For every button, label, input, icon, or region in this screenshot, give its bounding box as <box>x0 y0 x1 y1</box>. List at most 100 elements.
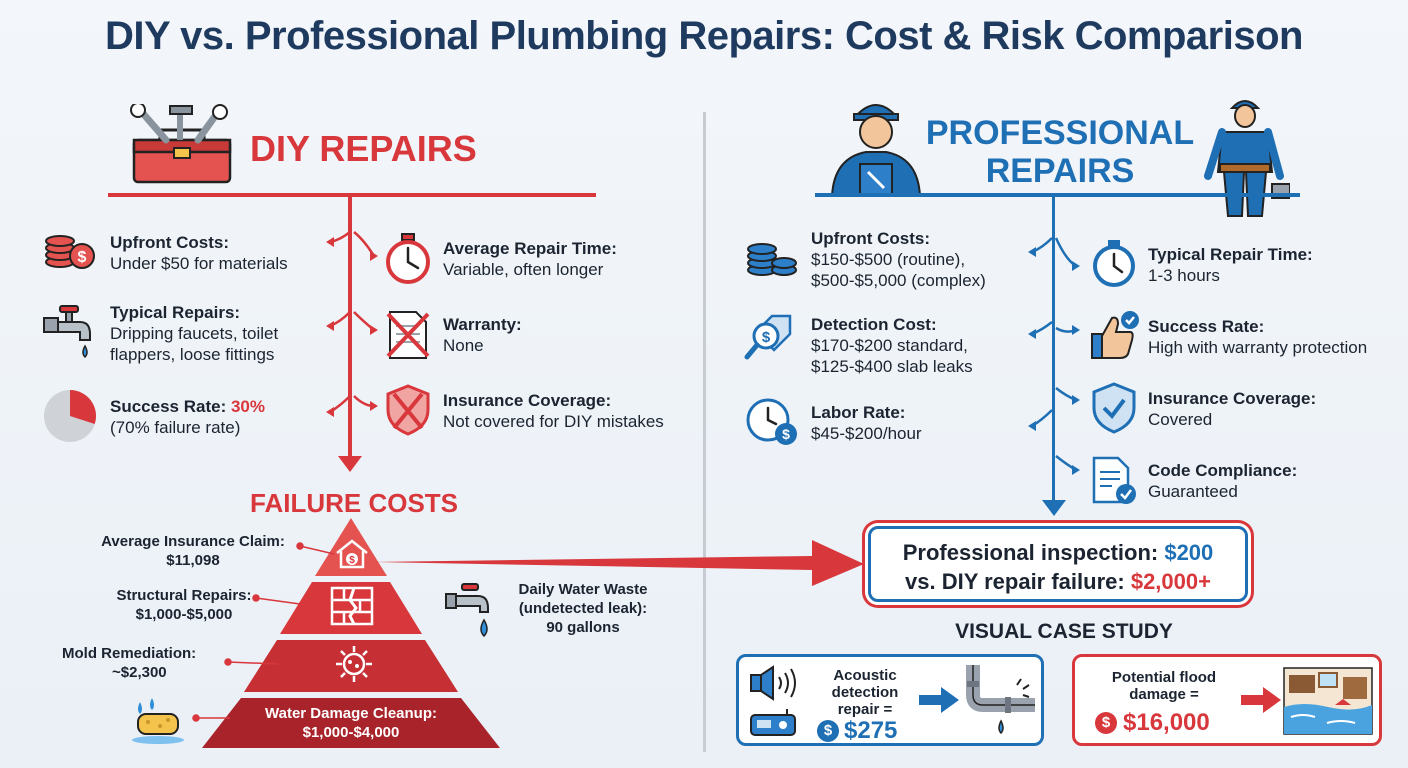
diy-trunk-line <box>348 196 352 460</box>
center-divider <box>703 112 706 752</box>
acoustic-line1: Acoustic <box>833 667 897 684</box>
pro-upfront-line2: $500-$5,000 (complex) <box>811 271 986 290</box>
pro-detection-line2: $125-$400 slab leaks <box>811 357 973 376</box>
pro-insurance-label: Insurance Coverage: <box>1148 389 1317 408</box>
leaking-pipe-icon <box>965 663 1039 746</box>
diy-success-text: (70% failure rate) <box>110 418 241 437</box>
coins-stack-icon <box>744 234 800 285</box>
crossed-document-icon <box>386 310 430 365</box>
diy-success-label: Success Rate: <box>110 397 231 416</box>
diy-upfront-costs: Upfront Costs: Under $50 for materials <box>110 232 330 274</box>
comparison-line1: Professional inspection: $200 <box>871 538 1245 567</box>
plumber-fullbody-icon <box>1200 92 1291 223</box>
comparison-line2: vs. DIY repair failure: $2,000+ <box>871 567 1245 596</box>
structural-label: Structural Repairs: <box>116 587 252 604</box>
pro-header-line <box>815 193 1300 197</box>
pro-labor-rate: Labor Rate: $45-$200/hour <box>811 402 1031 444</box>
pro-success-text: High with warranty protection <box>1148 338 1368 357</box>
diy-insurance: Insurance Coverage: Not covered for DIY … <box>443 390 703 432</box>
svg-text:$: $ <box>78 249 87 266</box>
diy-repair-time-text: Variable, often longer <box>443 260 604 279</box>
pyramid-label-cleanup: Water Damage Cleanup: $1,000-$4,000 <box>226 704 476 742</box>
diy-warranty: Warranty: None <box>443 314 643 356</box>
check-shield-icon <box>1090 382 1138 439</box>
acoustic-line2: detection <box>831 684 899 701</box>
comparison-diy-value: $2,000+ <box>1130 569 1211 594</box>
pyramid-label-mold: Mold Remediation: ~$2,300 <box>62 644 238 682</box>
flood-amount: $ $16,000 <box>1095 709 1235 737</box>
svg-text:$: $ <box>349 555 355 566</box>
certified-document-icon <box>1090 456 1138 511</box>
pro-code-text: Guaranteed <box>1148 482 1238 501</box>
mold-label: Mold Remediation: <box>62 645 197 662</box>
pro-upfront-line1: $150-$500 (routine), <box>811 250 966 269</box>
diy-typical-repairs: Typical Repairs: Dripping faucets, toile… <box>110 302 320 365</box>
flood-line2: damage = <box>1129 686 1199 703</box>
diy-insurance-label: Insurance Coverage: <box>443 391 612 410</box>
diy-warranty-text: None <box>443 336 484 355</box>
failure-costs-title: FAILURE COSTS <box>250 488 459 518</box>
clock-dollar-icon: $ <box>744 396 800 453</box>
acoustic-amount-value: $275 <box>844 717 898 744</box>
acoustic-line3: repair = <box>837 701 893 718</box>
blue-arrow-icon <box>919 687 959 718</box>
pro-code-compliance: Code Compliance: Guaranteed <box>1148 460 1368 502</box>
pro-labor-label: Labor Rate: <box>811 403 906 422</box>
pro-upfront-label: Upfront Costs: <box>811 229 930 248</box>
diy-success-value: 30% <box>230 397 265 416</box>
red-arrow-icon <box>1241 687 1281 718</box>
dollar-circle-icon: $ <box>1095 712 1117 734</box>
pyramid-label-structural: Structural Repairs: $1,000-$5,000 <box>84 586 284 624</box>
comparison-box: Professional inspection: $200 vs. DIY re… <box>868 526 1248 602</box>
pro-success-rate: Success Rate: High with warranty protect… <box>1148 316 1408 358</box>
house-money-icon: $ <box>334 538 370 575</box>
pro-trunk-line <box>1052 196 1055 506</box>
cleanup-label: Water Damage Cleanup: <box>265 705 437 722</box>
diy-success-rate: Success Rate: 30% (70% failure rate) <box>110 396 330 438</box>
diy-trunk-arrow <box>338 456 362 472</box>
pro-repair-time-text: 1-3 hours <box>1148 266 1220 285</box>
diy-upfront-text: Under $50 for materials <box>110 254 288 273</box>
cracked-wall-icon <box>330 586 374 631</box>
plumber-portrait-icon <box>826 92 926 201</box>
acoustic-case-box: Acoustic detection repair = $ $275 <box>736 654 1044 746</box>
flood-text: Potential flood damage = <box>1089 669 1239 703</box>
structural-value: $1,000-$5,000 <box>135 606 233 623</box>
water-waste-line2: (undetected leak): <box>518 600 648 617</box>
clock-icon <box>1090 238 1138 293</box>
diy-branch-arrows <box>326 231 378 417</box>
pro-repair-time: Typical Repair Time: 1-3 hours <box>1148 244 1368 286</box>
diy-heading: DIY REPAIRS <box>250 128 477 169</box>
speaker-icon <box>747 665 807 706</box>
pro-heading: PROFESSIONAL REPAIRS <box>920 114 1200 190</box>
pro-insurance: Insurance Coverage: Covered <box>1148 388 1368 430</box>
diy-warranty-label: Warranty: <box>443 315 522 334</box>
mold-value: ~$2,300 <box>112 664 167 681</box>
pro-detection-label: Detection Cost: <box>811 315 937 334</box>
comparison-diy-label: vs. DIY repair failure: <box>905 569 1131 594</box>
water-waste-line3: 90 gallons <box>546 619 620 636</box>
diy-header-line <box>108 193 596 197</box>
pro-success-label: Success Rate: <box>1148 317 1265 336</box>
dollar-circle-icon: $ <box>817 720 839 742</box>
pro-labor-line1: $45-$200/hour <box>811 424 922 443</box>
pro-insurance-text: Covered <box>1148 410 1213 429</box>
case-study-title: VISUAL CASE STUDY <box>955 620 1173 643</box>
diy-typical-label: Typical Repairs: <box>110 303 241 322</box>
acoustic-amount: $ $275 <box>817 717 927 745</box>
detector-device-icon <box>749 707 799 744</box>
diy-upfront-label: Upfront Costs: <box>110 233 229 252</box>
comparison-pro-value: $200 <box>1164 540 1214 565</box>
pyramid-label-insurance: Average Insurance Claim: $11,098 <box>70 532 316 570</box>
mold-icon <box>334 644 374 689</box>
page-title: DIY vs. Professional Plumbing Repairs: C… <box>105 14 1303 58</box>
cleanup-value: $1,000-$4,000 <box>302 724 400 741</box>
pro-trunk-arrow <box>1042 500 1066 516</box>
toolbox-icon <box>120 102 240 186</box>
pro-detection-line1: $170-$200 standard, <box>811 336 968 355</box>
flood-case-box: Potential flood damage = $ $16,000 <box>1072 654 1382 746</box>
flood-line1: Potential flood <box>1111 669 1217 686</box>
pro-repair-time-label: Typical Repair Time: <box>1148 245 1313 264</box>
pro-heading-line1: PROFESSIONAL <box>925 114 1195 152</box>
pro-detection-cost: Detection Cost: $170-$200 standard, $125… <box>811 314 1041 377</box>
